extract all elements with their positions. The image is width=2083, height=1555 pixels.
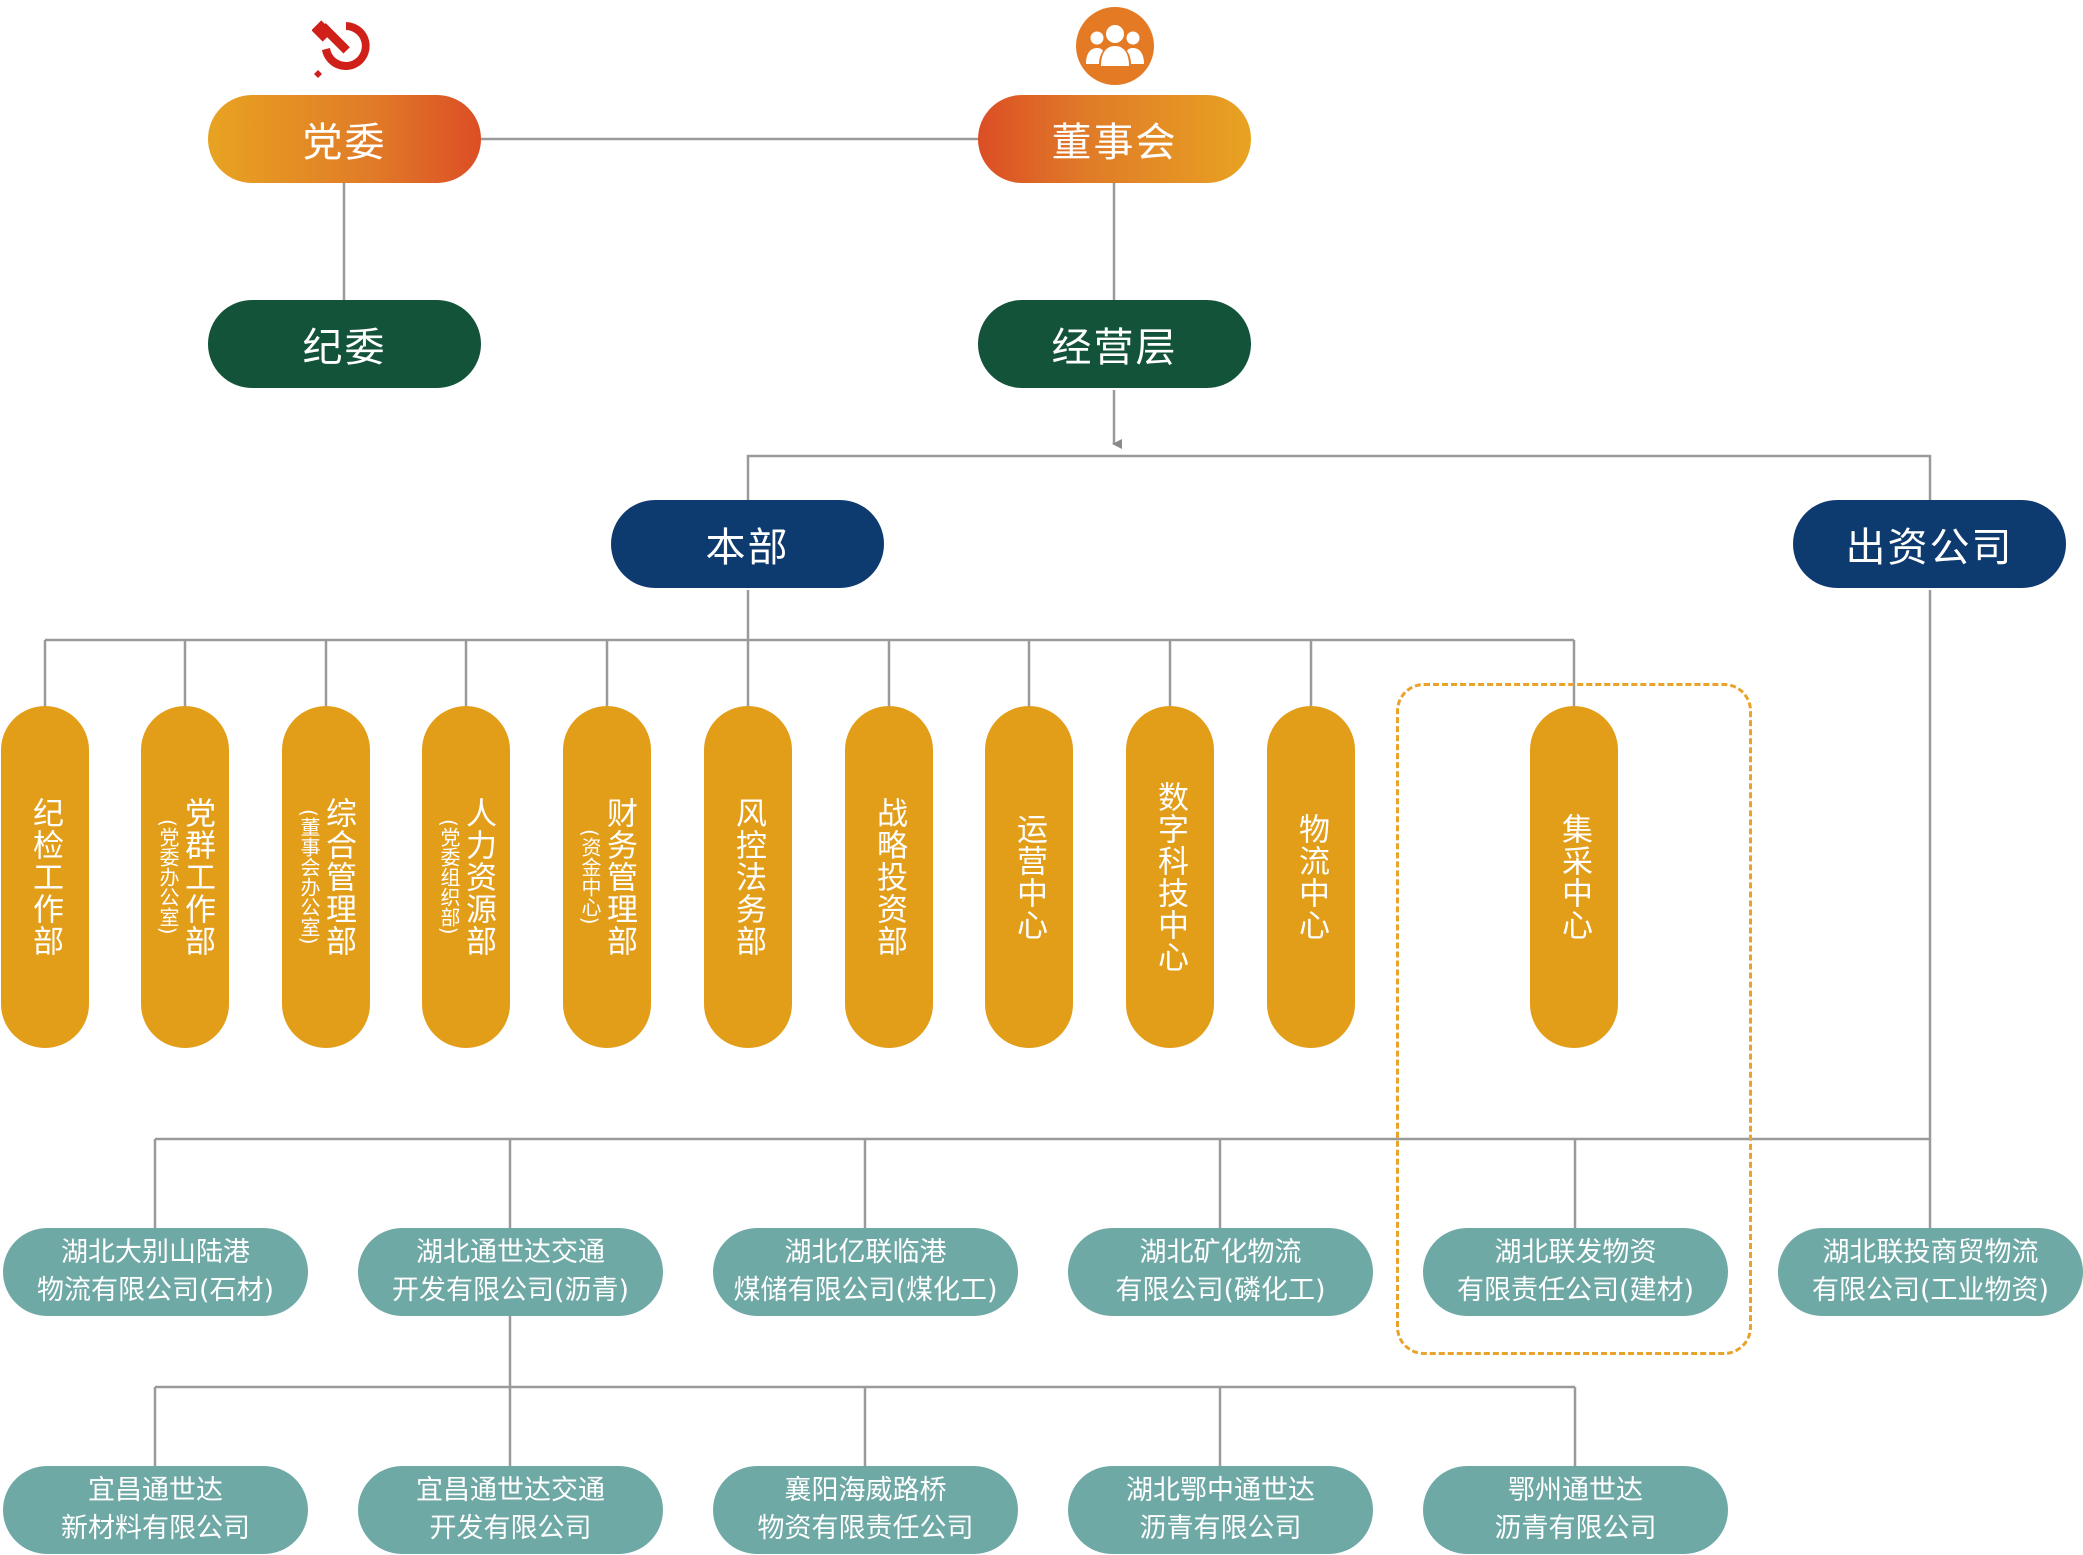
company-node: 湖北联投商贸物流 有限公司(工业物资) [1778, 1228, 2083, 1316]
hammer-sickle-icon [312, 20, 370, 78]
subsidiary-name-line1: 宜昌通世达 [88, 1475, 223, 1506]
management-node: 经营层 [978, 300, 1251, 388]
company-node: 湖北联发物资 有限责任公司(建材) [1423, 1228, 1728, 1316]
company-node: 湖北大别山陆港 物流有限公司(石材) [3, 1228, 308, 1316]
management-label: 经营层 [1051, 325, 1178, 371]
invested-companies-label: 出资公司 [1845, 525, 2014, 571]
company-name-line1: 湖北联投商贸物流 [1822, 1237, 2039, 1268]
company-name-line2: 煤储有限公司(煤化工) [733, 1275, 998, 1306]
department-name: 风控法务部 [730, 797, 766, 957]
invested-companies-node: 出资公司 [1793, 500, 2066, 588]
department-node: 战略投资部 [845, 706, 933, 1048]
board-node: 董事会 [978, 95, 1251, 183]
department-subname: (董事会办公室) [297, 809, 321, 945]
discipline-committee-label: 纪委 [302, 325, 387, 371]
department-name: 物流中心 [1293, 813, 1329, 941]
party-committee-label: 党委 [302, 120, 387, 166]
company-name-line2: 有限公司(磷化工) [1115, 1275, 1326, 1306]
department-node: 物流中心 [1267, 706, 1355, 1048]
subsidiary-name-line2: 沥青有限公司 [1494, 1513, 1657, 1544]
department-name: 运营中心 [1011, 813, 1047, 941]
subsidiary-node: 宜昌通世达 新材料有限公司 [3, 1466, 308, 1554]
company-name-line2: 有限公司(工业物资) [1811, 1275, 2050, 1306]
department-name: 纪检工作部 [27, 797, 63, 957]
department-name: 集采中心 [1556, 813, 1592, 941]
department-name: 战略投资部 [871, 797, 907, 957]
department-name: 财务管理部 [601, 797, 637, 957]
subsidiary-name-line1: 宜昌通世达交通 [416, 1475, 605, 1506]
department-name: 人力资源部 [460, 797, 496, 957]
department-name: 数字科技中心 [1152, 781, 1188, 973]
highlight-dashed-box [1396, 683, 1752, 1355]
subsidiary-node: 湖北鄂中通世达 沥青有限公司 [1068, 1466, 1373, 1554]
company-name-line2: 物流有限公司(石材) [36, 1275, 275, 1306]
department-node: 运营中心 [985, 706, 1073, 1048]
subsidiary-name-line2: 开发有限公司 [429, 1513, 592, 1544]
department-node: 纪检工作部 [1, 706, 89, 1048]
board-label: 董事会 [1051, 120, 1178, 166]
subsidiary-name-line1: 襄阳海威路桥 [784, 1475, 947, 1506]
department-node: 风控法务部 [704, 706, 792, 1048]
subsidiary-node: 宜昌通世达交通 开发有限公司 [358, 1466, 663, 1554]
company-node: 湖北通世达交通 开发有限公司(沥青) [358, 1228, 663, 1316]
department-node: (党委办公室) 党群工作部 [141, 706, 229, 1048]
people-group-icon [1076, 7, 1154, 85]
department-node: (党委组织部) 人力资源部 [422, 706, 510, 1048]
subsidiary-node: 鄂州通世达 沥青有限公司 [1423, 1466, 1728, 1554]
party-committee-node: 党委 [208, 95, 481, 183]
company-name-line1: 湖北联发物资 [1494, 1237, 1657, 1268]
headquarters-label: 本部 [705, 525, 790, 571]
company-name-line1: 湖北通世达交通 [416, 1237, 605, 1268]
subsidiary-node: 襄阳海威路桥 物资有限责任公司 [713, 1466, 1018, 1554]
subsidiary-name-line2: 沥青有限公司 [1139, 1513, 1302, 1544]
subsidiary-name-line1: 湖北鄂中通世达 [1126, 1475, 1315, 1506]
department-name: 综合管理部 [320, 797, 356, 957]
department-subname: (党委办公室) [156, 819, 180, 935]
company-name-line1: 湖北大别山陆港 [61, 1237, 250, 1268]
department-name: 党群工作部 [179, 797, 215, 957]
company-name-line1: 湖北亿联临港 [784, 1237, 947, 1268]
department-subname: (党委组织部) [437, 819, 461, 935]
department-node: 集采中心 [1530, 706, 1618, 1048]
company-node: 湖北亿联临港 煤储有限公司(煤化工) [713, 1228, 1018, 1316]
department-node: (资金中心) 财务管理部 [563, 706, 651, 1048]
headquarters-node: 本部 [611, 500, 884, 588]
subsidiary-name-line2: 物资有限责任公司 [757, 1513, 974, 1544]
subsidiary-name-line1: 鄂州通世达 [1508, 1475, 1643, 1506]
company-name-line2: 开发有限公司(沥青) [391, 1275, 630, 1306]
company-name-line1: 湖北矿化物流 [1139, 1237, 1302, 1268]
subsidiary-name-line2: 新材料有限公司 [61, 1513, 250, 1544]
department-node: 数字科技中心 [1126, 706, 1214, 1048]
company-node: 湖北矿化物流 有限公司(磷化工) [1068, 1228, 1373, 1316]
company-name-line2: 有限责任公司(建材) [1456, 1275, 1695, 1306]
department-subname: (资金中心) [578, 829, 602, 925]
department-node: (董事会办公室) 综合管理部 [282, 706, 370, 1048]
discipline-committee-node: 纪委 [208, 300, 481, 388]
